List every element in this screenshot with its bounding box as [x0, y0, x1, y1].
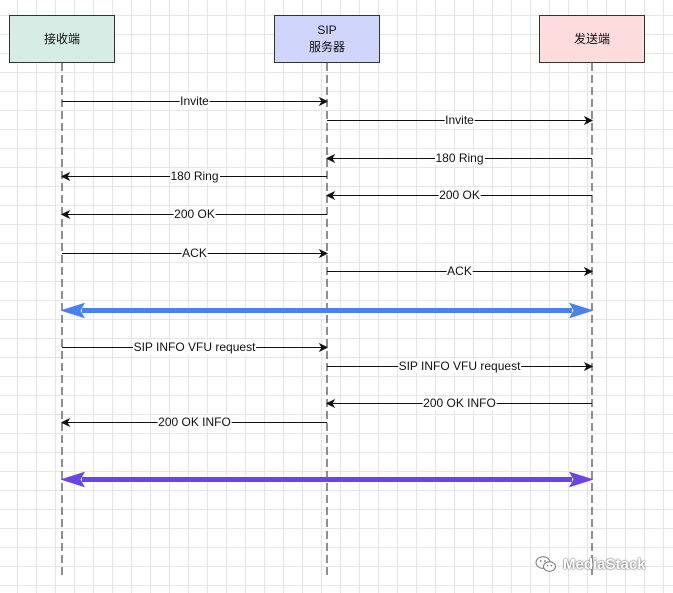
- arrow-head-right: [568, 471, 594, 488]
- arrow-head: [60, 171, 71, 182]
- message-label: Invite: [179, 94, 210, 108]
- bidirectional-arrow: [60, 471, 594, 488]
- actor-sip-server: SIP 服务器: [274, 15, 380, 63]
- arrow-head-left: [60, 471, 86, 488]
- message-label: SIP INFO VFU request: [397, 359, 522, 373]
- actor-receiver: 接收端: [9, 15, 115, 63]
- message-label: 180 Ring: [434, 151, 485, 165]
- wechat-icon: [535, 556, 556, 572]
- bidirectional-arrow: [60, 302, 594, 319]
- arrow-head: [583, 115, 594, 126]
- watermark-text: MediaStack: [563, 555, 646, 573]
- watermark: MediaStack: [535, 555, 646, 573]
- arrow-head: [583, 266, 594, 277]
- message-label: Invite: [444, 113, 475, 127]
- arrow-head: [318, 96, 329, 107]
- arrow-head: [325, 190, 336, 201]
- arrow-head-right: [568, 302, 594, 319]
- message-label: 200 OK INFO: [157, 415, 232, 429]
- lifelines: [61, 63, 593, 578]
- actor-label: 发送端: [573, 31, 610, 46]
- arrow-head-left: [60, 302, 86, 319]
- arrow-head: [583, 361, 594, 372]
- message-label: 200 OK: [173, 207, 216, 221]
- actor-sender: 发送端: [539, 15, 645, 63]
- arrow-head: [318, 342, 329, 353]
- arrow-head: [325, 398, 336, 409]
- message-label: ACK: [181, 246, 208, 260]
- arrow-head: [60, 417, 71, 428]
- message-label: ACK: [446, 264, 473, 278]
- message-label: 180 Ring: [169, 169, 220, 183]
- message-label: 200 OK: [438, 188, 481, 202]
- arrow-head: [325, 153, 336, 164]
- actor-label: 服务器: [308, 40, 345, 54]
- actor-label: 接收端: [43, 31, 80, 46]
- arrow-head: [318, 248, 329, 259]
- message-label: 200 OK INFO: [422, 396, 497, 410]
- message-label: SIP INFO VFU request: [132, 340, 257, 354]
- arrow-head: [60, 209, 71, 220]
- actor-label: SIP: [317, 23, 337, 37]
